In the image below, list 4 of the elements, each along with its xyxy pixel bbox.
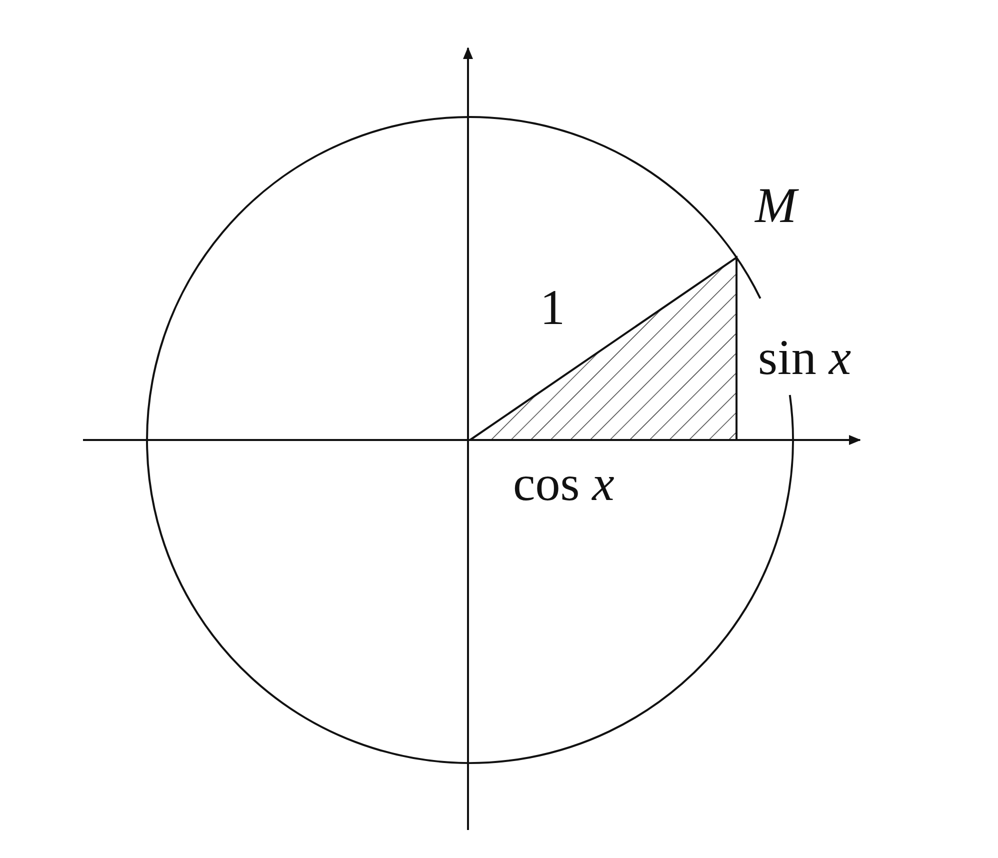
radius-label: 1 [540,282,565,332]
point-label: M [755,180,797,230]
side-label: sin x [758,332,852,382]
side-label: cos x [513,458,614,508]
